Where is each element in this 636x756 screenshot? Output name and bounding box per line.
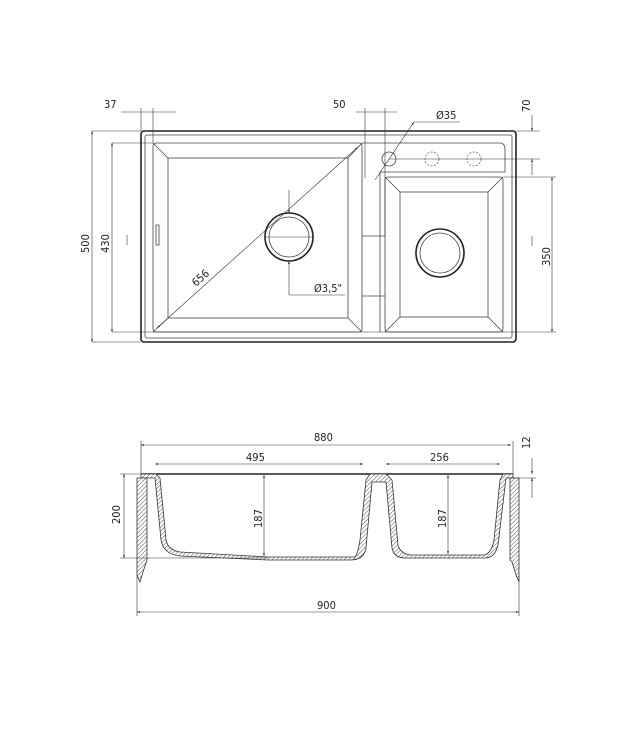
right-bowl: [362, 142, 506, 333]
left-side-panel: [136, 477, 148, 584]
dim-overall-depth: 500: [79, 234, 92, 253]
top-view: 37 50 Ø35 70 500 430 350 656 Ø3,5": [79, 98, 556, 343]
dim-overall-height: 200: [110, 505, 123, 524]
dim-drain-diameter: Ø3,5": [314, 282, 342, 295]
section-view: 880 495 256 12 200 187 187 900: [110, 431, 536, 616]
sink-outline: [140, 130, 517, 343]
dim-tap-depth: 70: [520, 99, 533, 112]
dim-right-bowl-depth: 350: [540, 247, 553, 266]
dim-right-bowl-width: 256: [430, 451, 449, 464]
dim-overall-width: 900: [317, 599, 336, 612]
dim-left-bowl-height: 187: [252, 509, 265, 528]
dim-left-bowl-depth: 430: [99, 234, 112, 253]
dim-tap-offset: 50: [333, 98, 346, 111]
dim-tap-hole-diameter: Ø35: [436, 109, 456, 122]
dim-diagonal: 656: [189, 267, 212, 289]
dim-top-width: 880: [314, 431, 333, 444]
dim-rim-thickness: 12: [520, 436, 533, 449]
dim-left-bowl-width: 495: [246, 451, 265, 464]
right-drain: [415, 228, 465, 278]
dim-right-bowl-height: 187: [436, 509, 449, 528]
bowl-section: [140, 473, 514, 561]
right-side-panel: [509, 477, 520, 583]
dim-edge-offset: 37: [104, 98, 117, 111]
